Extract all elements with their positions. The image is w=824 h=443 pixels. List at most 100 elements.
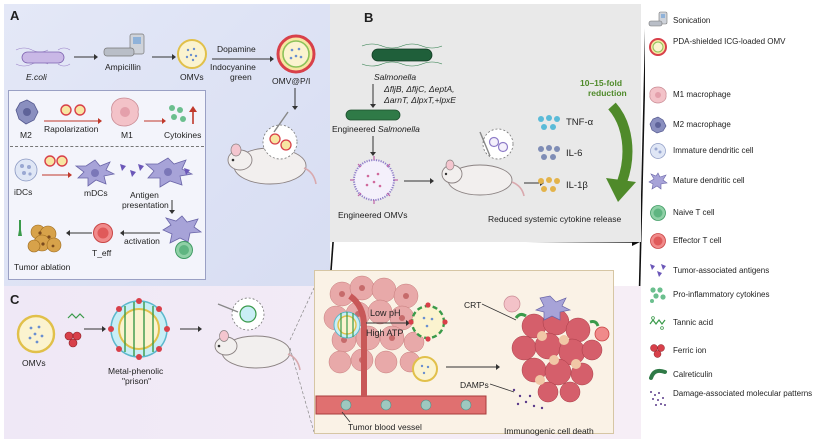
lowph-label: Low pH (370, 308, 401, 318)
highatp-label: High ATP (366, 328, 404, 338)
m2-label: M2 (20, 130, 32, 140)
effector-t-cell-icon (650, 233, 666, 249)
panel-b: B Salmonella ΔfljB, ΔfljC, ΔeptA, ΔarnT,… (330, 4, 641, 242)
arrow-m1-cytokines (144, 118, 166, 124)
panel-c: C OMVs Metal-phenolic "prison" (4, 270, 641, 439)
tumor-ablation-icon (18, 220, 62, 253)
ferric-ion-icon (650, 344, 665, 358)
prison-in-tumor-icon (333, 311, 361, 339)
legend-item: Tannic acid (649, 314, 819, 336)
vessel-label: Tumor blood vessel (348, 422, 422, 432)
engineered-omv-icon (350, 156, 398, 204)
omvpi-label: OMV@P/I (272, 76, 311, 86)
m1-label: M1 (121, 130, 133, 140)
legend-item: Sonication (648, 11, 819, 34)
m2-macrophage-icon (15, 99, 39, 125)
legend-item: Naive T cell (649, 204, 819, 226)
m1-macrophage-icon (111, 97, 139, 127)
zoom-connector-lines (289, 287, 315, 433)
legend-label: Pro-inflammatory cytokines (673, 290, 770, 299)
icd-label: Immunogenic cell death (504, 426, 594, 436)
engineered-word: Engineered (332, 124, 376, 134)
teff-label: T_eff (92, 248, 112, 258)
salmonella-label: Salmonella (374, 72, 417, 82)
omv-c-icon (16, 314, 56, 354)
il1b-label: IL-1β (566, 180, 588, 191)
legend-item: M1 macrophage (649, 86, 819, 108)
panel-a: A E.coli Ampicillin OMVs Dopamine Indocy… (4, 4, 330, 286)
arrow-m2-m1 (44, 118, 102, 124)
vessel-pointer (341, 411, 351, 423)
arrow-idc-mdc (42, 172, 72, 178)
rapolarization-label: Rapolarization (44, 124, 99, 134)
legend-item: PDA-shielded ICG-loaded OMV (649, 37, 819, 60)
arrow-to-icd (446, 364, 500, 370)
vessel-branch-icon (348, 293, 367, 396)
antigen-icon (120, 164, 144, 177)
cytokines-label: Cytokines (164, 130, 202, 140)
legend-label: Calreticulin (673, 370, 713, 379)
mutations-line-1: ΔfljB, ΔfljC, ΔeptA, (384, 84, 455, 94)
reduction-label-1: 10–15-fold (580, 78, 623, 88)
m2-macrophage-icon (649, 116, 667, 134)
m1-macrophage-icon (649, 86, 667, 104)
omvs-label: OMVs (180, 72, 204, 82)
mpn-label-2: "prison" (122, 376, 152, 386)
legend-label: Mature dendritic cell (673, 176, 745, 185)
immature-dc-icon (14, 158, 38, 182)
salmonella-icon (361, 43, 443, 67)
arrow-activation (120, 230, 160, 236)
cytokine-cluster-icon (169, 105, 197, 124)
omv-pi-small-pair-2 (44, 155, 68, 167)
legend-item: Immature dendritic cell (649, 142, 819, 164)
ferric-ion-small-icon (64, 331, 82, 348)
tannic-acid-small-icon (67, 313, 85, 319)
arrow-mpn-mouse (180, 326, 202, 332)
dopamine-label: Dopamine (217, 44, 256, 54)
legend-label: Sonication (673, 16, 711, 25)
engineered-salmonella-icon (345, 109, 401, 121)
arrow-teff-tumor (66, 230, 92, 236)
legend-item: Mature dendritic cell (648, 172, 819, 194)
legend-label: M2 macrophage (673, 120, 731, 129)
legend-label: Immature dendritic cell (673, 146, 754, 155)
mature-dc-presenting-icon (144, 157, 194, 188)
tnf-label: TNF-α (566, 117, 594, 128)
dc-tcell-synapse-icon (162, 215, 203, 244)
antigen-label: Antigen (130, 190, 159, 200)
ampicillin-label: Ampicillin (105, 62, 141, 72)
arrow-release (366, 320, 410, 326)
legend-label: PDA-shielded ICG-loaded OMV (673, 37, 786, 46)
arrow-omvpi-down (292, 88, 298, 110)
antigen-icon (650, 264, 666, 277)
arrow-down-to-tcell (169, 200, 175, 214)
legend-label: Tannic acid (673, 318, 714, 327)
omv-pi-small-pair (60, 104, 86, 116)
tnf-cluster-icon (538, 115, 560, 130)
engineered-omvs-label: Engineered OMVs (338, 210, 408, 220)
mouse-c-icon (214, 297, 301, 371)
arrow-omv-omvpi (212, 56, 274, 62)
legend-item: Effector T cell (649, 232, 819, 254)
crt-label: CRT (464, 300, 482, 310)
legend-item: M2 macrophage (649, 116, 819, 138)
effector-t-cell-icon (93, 223, 113, 243)
legend-item: Calreticulin (649, 366, 819, 388)
reduction-arrow-icon (606, 102, 636, 202)
ecoli-icon (15, 47, 71, 67)
mature-dc-icon (74, 159, 116, 187)
mdcs-label: mDCs (84, 188, 108, 198)
legend-item: Pro-inflammatory cytokines (649, 286, 819, 308)
legend-item: Damage-associated molecular patterns (649, 389, 819, 412)
arrow-ecoli-ampicillin (74, 54, 98, 60)
arrow-omv-mouse (404, 178, 434, 184)
omv-pi-icon (649, 38, 667, 56)
damps-label: DAMPs (460, 380, 489, 390)
naive-t-cell-icon (650, 205, 666, 221)
sonicator-icon (648, 11, 668, 27)
legend-label: Ferric ion (673, 346, 707, 355)
arrow-omv-mpn (84, 326, 106, 332)
tumor-blood-vessel-icon (315, 395, 487, 415)
legend-label: Tumor-associated antigens (673, 266, 770, 275)
